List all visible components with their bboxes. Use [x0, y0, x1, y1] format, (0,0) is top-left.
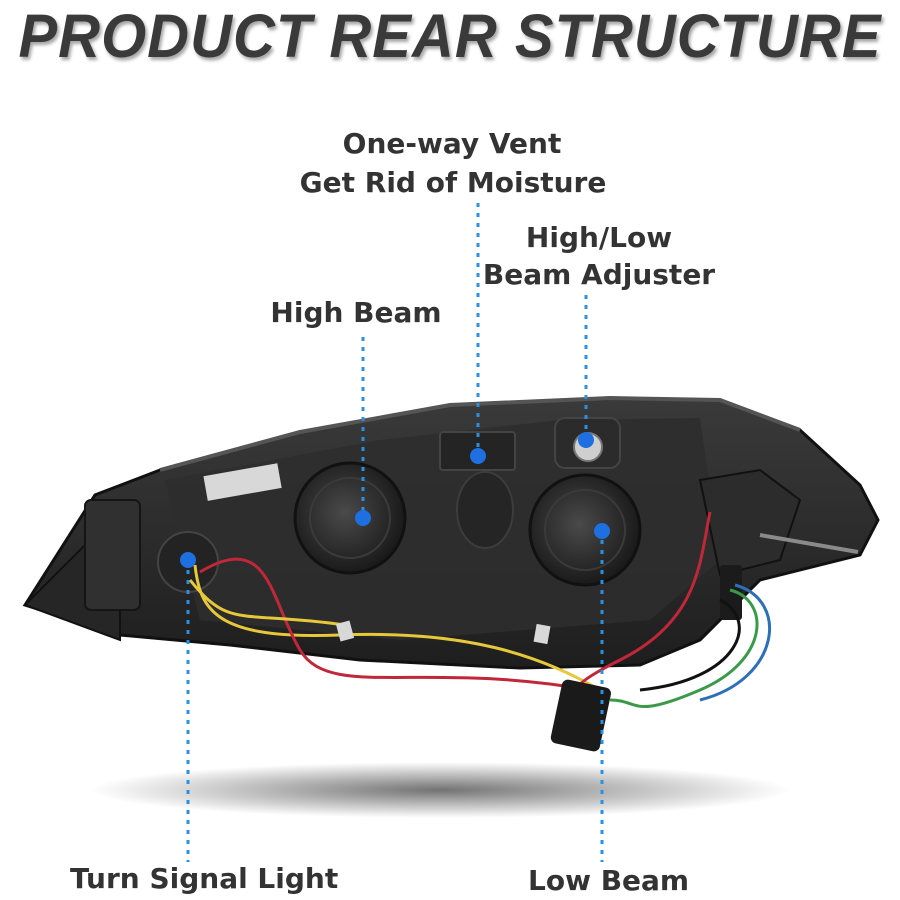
wire-blue — [699, 583, 771, 702]
page-title: PRODUCT REAR STRUCTURE — [18, 1, 882, 71]
callout-vent-line2: Get Rid of Moisture — [299, 166, 607, 199]
callout-vent-line1: One-way Vent — [342, 127, 562, 160]
callout-low-beam: Low Beam — [528, 864, 690, 897]
marker-low-beam — [594, 523, 610, 539]
low-beam-cap — [528, 473, 642, 587]
marker-vent — [470, 448, 486, 464]
wire-green — [609, 588, 759, 709]
callout-adjuster-line2: Beam Adjuster — [482, 258, 716, 291]
wire-black — [639, 598, 741, 692]
callout-high-beam: High Beam — [270, 296, 442, 329]
callout-adjuster-line1: High/Low — [525, 221, 673, 254]
ground-shadow — [90, 762, 790, 818]
wire-connector — [550, 679, 611, 752]
marker-high-beam — [355, 510, 371, 526]
wire-red — [199, 557, 591, 692]
marker-adjuster — [578, 432, 594, 448]
high-beam-cap — [293, 461, 407, 575]
marker-turn-signal — [180, 552, 196, 568]
label-sticker — [203, 463, 282, 501]
mount-bracket — [84, 499, 141, 611]
callout-turn-signal: Turn Signal Light — [70, 862, 339, 895]
